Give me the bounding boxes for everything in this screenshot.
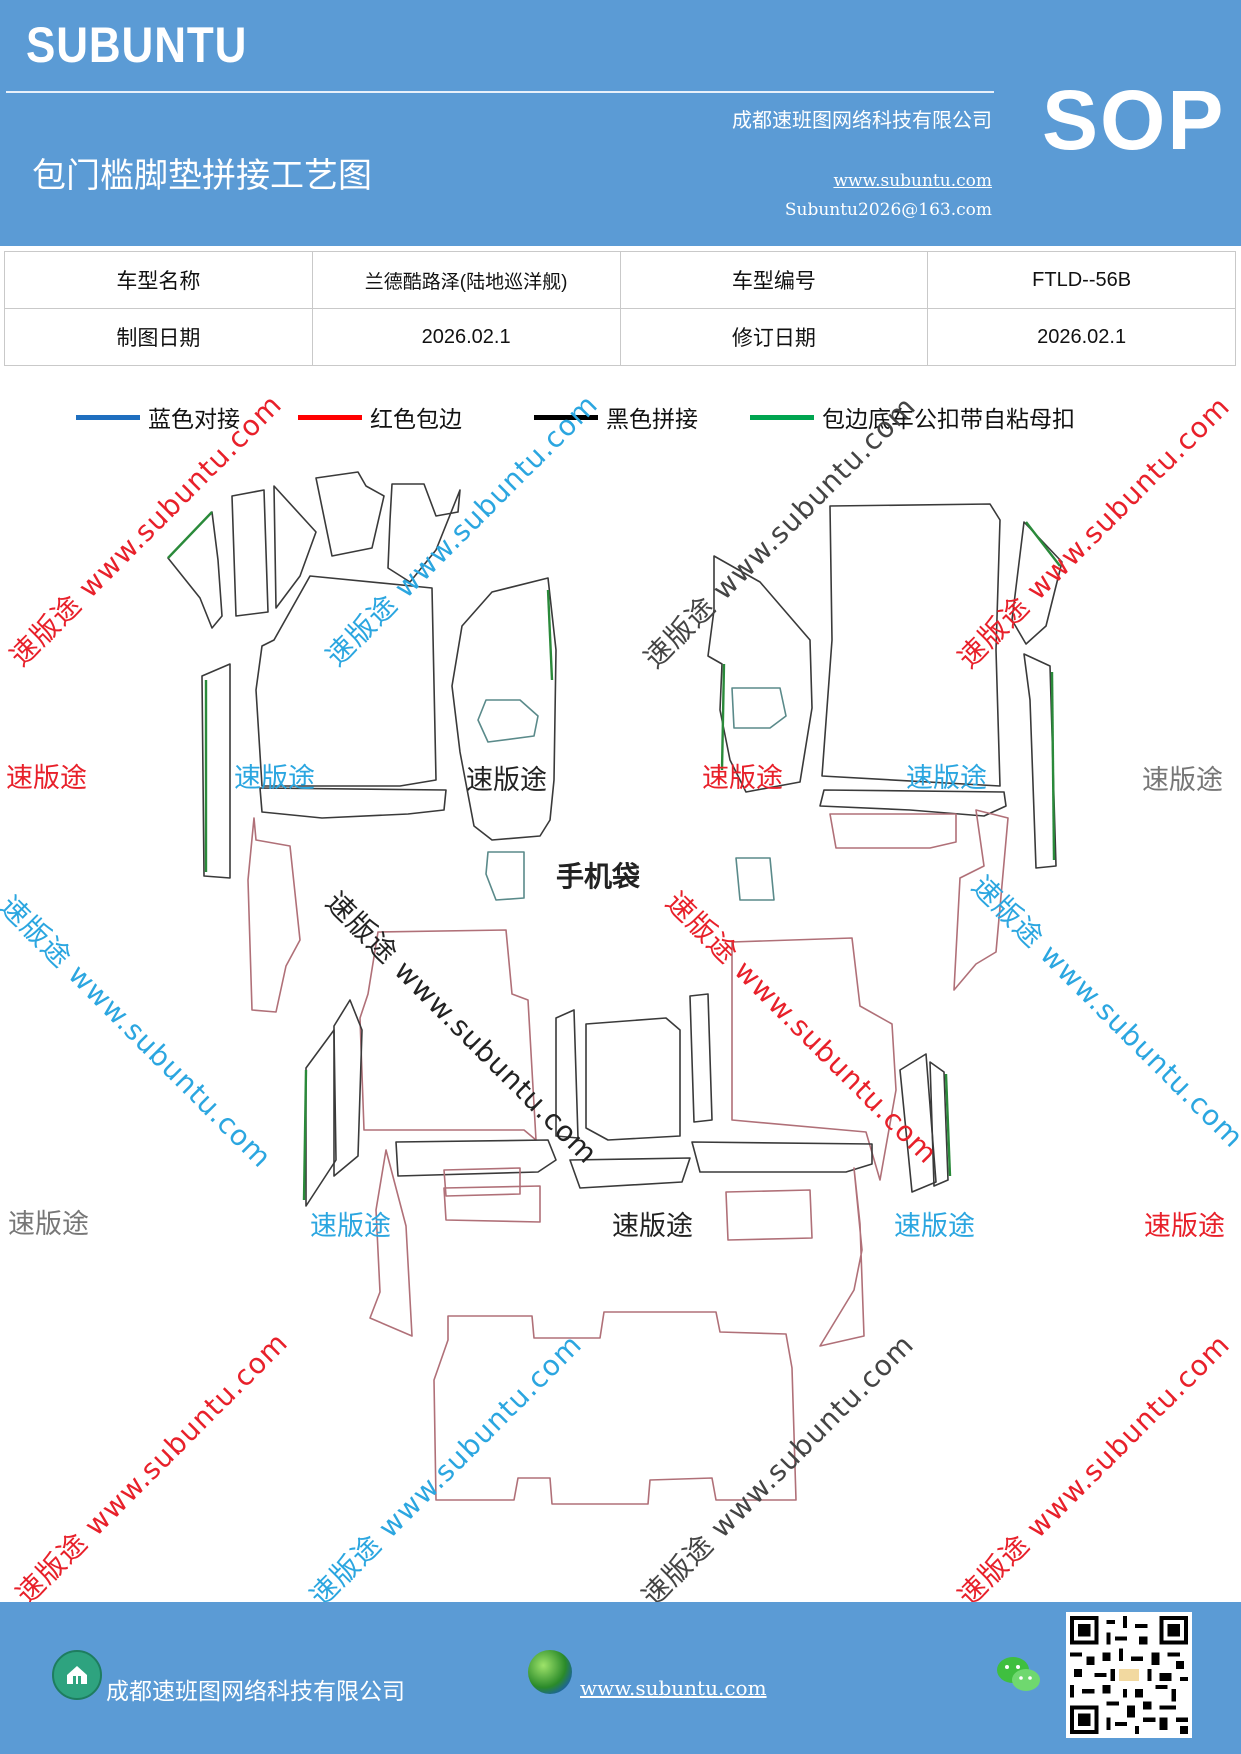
mat-piece (731, 937, 897, 1181)
mat-piece (735, 857, 775, 901)
legend-item-red: 红色包边 (298, 400, 462, 434)
mat-piece (929, 1061, 949, 1187)
mat-piece (585, 1017, 681, 1141)
mat-piece (569, 1157, 691, 1189)
wechat-icon[interactable] (996, 1654, 1042, 1696)
mat-piece (305, 1029, 337, 1207)
draw-date-label: 制图日期 (4, 308, 313, 366)
mat-piece (944, 1073, 952, 1177)
mat-piece (899, 1053, 937, 1193)
company-name: 成都速班图网络科技有限公司 (732, 108, 992, 132)
phone-pocket-label: 手机袋 (556, 860, 641, 893)
mat-piece (477, 699, 539, 743)
mat-piece (555, 1009, 579, 1139)
revise-date-value: 2026.02.1 (927, 308, 1236, 366)
header-banner: SUBUNTU 成都速班图网络科技有限公司 包门槛脚垫拼接工艺图 www.sub… (0, 0, 1241, 246)
qr-code (1066, 1612, 1192, 1738)
legend-label: 包边底车公扣带自粘母扣 (822, 407, 1075, 433)
mat-piece (546, 589, 554, 681)
legend-line-blue (76, 414, 140, 420)
mat-piece (255, 575, 437, 787)
mat-piece (1050, 671, 1056, 861)
mat-piece (485, 851, 525, 901)
mat-piece (247, 817, 301, 1013)
footer-banner: 成都速班图网络科技有限公司 www.subuntu.com (0, 1602, 1241, 1754)
mat-piece (829, 813, 957, 849)
revise-date-label: 修订日期 (619, 308, 929, 366)
model-name-value: 兰德酷路泽(陆地巡洋舰) (311, 251, 621, 309)
mat-piece (273, 485, 317, 609)
website-link[interactable]: www.subuntu.com (833, 171, 992, 191)
header-divider (6, 91, 994, 93)
mat-piece (259, 787, 447, 819)
legend-line-red (298, 414, 362, 420)
mat-piece (201, 663, 231, 879)
legend-line-black (534, 414, 598, 420)
legend-line-green (750, 414, 814, 420)
mat-piece (167, 511, 213, 559)
mat-piece (731, 687, 787, 729)
mat-piece (231, 489, 269, 617)
mat-piece (725, 1189, 813, 1241)
mat-piece (333, 999, 363, 1177)
mat-piece (315, 471, 385, 557)
legend-item-green: 包边底车公扣带自粘母扣 (750, 400, 1075, 434)
table-row: 制图日期 2026.02.1 修订日期 2026.02.1 (4, 308, 1236, 366)
model-code-label: 车型编号 (619, 251, 929, 309)
mat-piece (451, 577, 557, 841)
legend-label: 黑色拼接 (606, 407, 698, 433)
legend-label: 蓝色对接 (148, 407, 240, 433)
mat-piece (433, 1311, 797, 1505)
model-name-label: 车型名称 (4, 251, 313, 309)
mat-piece (1025, 521, 1061, 567)
mat-piece (953, 809, 1009, 991)
mat-piece (443, 1185, 541, 1223)
mat-piece (691, 1141, 873, 1173)
home-icon (52, 1650, 102, 1700)
document-title: 包门槛脚垫拼接工艺图 (32, 156, 372, 196)
mat-piece (821, 503, 1001, 787)
mat-piece (819, 789, 1007, 817)
mat-piece (819, 1167, 865, 1347)
legend-item-blue: 蓝色对接 (76, 400, 240, 434)
sop-badge: SOP (1042, 73, 1226, 167)
brand-logo: SUBUNTU (26, 17, 248, 73)
mat-piece (1011, 521, 1063, 645)
mat-piece (720, 663, 726, 771)
mat-piece (302, 1069, 308, 1201)
globe-icon (528, 1650, 572, 1694)
mat-piece (395, 1139, 557, 1177)
footer-website-link[interactable]: www.subuntu.com (580, 1676, 767, 1700)
legend-item-black: 黑色拼接 (534, 400, 698, 434)
legend: 蓝色对接 红色包边 黑色拼接 包边底车公扣带自粘母扣 (0, 400, 1241, 440)
legend-label: 红色包边 (370, 407, 462, 433)
mat-piece (359, 929, 537, 1141)
footer-company: 成都速班图网络科技有限公司 (106, 1679, 405, 1705)
floor-mat-diagram (167, 471, 1063, 1505)
mat-piece (387, 483, 461, 583)
table-row: 车型名称 兰德酷路泽(陆地巡洋舰) 车型编号 FTLD--56B (4, 251, 1236, 309)
mat-piece (707, 555, 813, 793)
email-address: Subuntu2026@163.com (784, 200, 992, 220)
mat-piece (1023, 653, 1057, 869)
info-table: 车型名称 兰德酷路泽(陆地巡洋舰) 车型编号 FTLD--56B 制图日期 20… (4, 251, 1236, 366)
mat-piece (689, 993, 713, 1123)
model-code-value: FTLD--56B (927, 251, 1236, 309)
mat-piece (369, 1149, 413, 1337)
draw-date-value: 2026.02.1 (311, 308, 621, 366)
